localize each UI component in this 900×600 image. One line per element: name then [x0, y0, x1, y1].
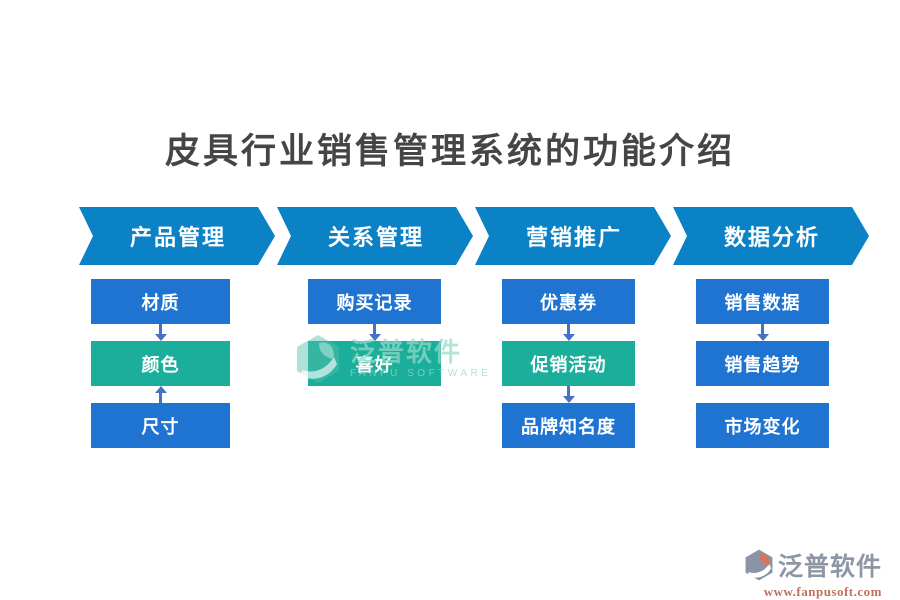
- feature-box: 市场变化: [696, 403, 829, 448]
- stage-header-2: 关系管理: [277, 207, 473, 265]
- feature-column-1: 材质颜色尺寸: [91, 279, 230, 448]
- connector-spacer: [696, 386, 829, 403]
- stage-header-1: 产品管理: [79, 207, 275, 265]
- feature-box: 销售趋势: [696, 341, 829, 386]
- fanpu-footer-icon: [745, 549, 773, 581]
- feature-box: 尺寸: [91, 403, 230, 448]
- arrow-down-icon: [696, 324, 829, 341]
- arrow-down-icon: [308, 324, 441, 341]
- feature-column-4: 销售数据销售趋势市场变化: [696, 279, 829, 448]
- footer-url: www.fanpusoft.com: [763, 584, 882, 599]
- arrow-up-icon: [91, 386, 230, 403]
- footer-brand: 泛普软件: [777, 554, 882, 581]
- feature-box: 颜色: [91, 341, 230, 386]
- feature-box: 优惠券: [502, 279, 635, 324]
- feature-box: 促销活动: [502, 341, 635, 386]
- stage-header-4: 数据分析: [673, 207, 869, 265]
- stage-header-label: 数据分析: [723, 225, 820, 250]
- arrow-down-icon: [502, 386, 635, 403]
- page-title: 皮具行业销售管理系统的功能介绍: [164, 132, 735, 171]
- stage-header-3: 营销推广: [475, 207, 671, 265]
- arrow-down-icon: [91, 324, 230, 341]
- footer-logo: 泛普软件 www.fanpusoft.com: [743, 547, 882, 600]
- stage-header-label: 关系管理: [327, 225, 424, 250]
- feature-box: 销售数据: [696, 279, 829, 324]
- feature-column-2: 购买记录喜好: [308, 279, 441, 386]
- feature-box: 购买记录: [308, 279, 441, 324]
- arrow-down-icon: [502, 324, 635, 341]
- feature-column-3: 优惠券促销活动品牌知名度: [502, 279, 635, 448]
- stage-header-label: 产品管理: [129, 225, 226, 250]
- feature-box: 品牌知名度: [502, 403, 635, 448]
- feature-box: 材质: [91, 279, 230, 324]
- stage-header-label: 营销推广: [525, 225, 622, 250]
- feature-box: 喜好: [308, 341, 441, 386]
